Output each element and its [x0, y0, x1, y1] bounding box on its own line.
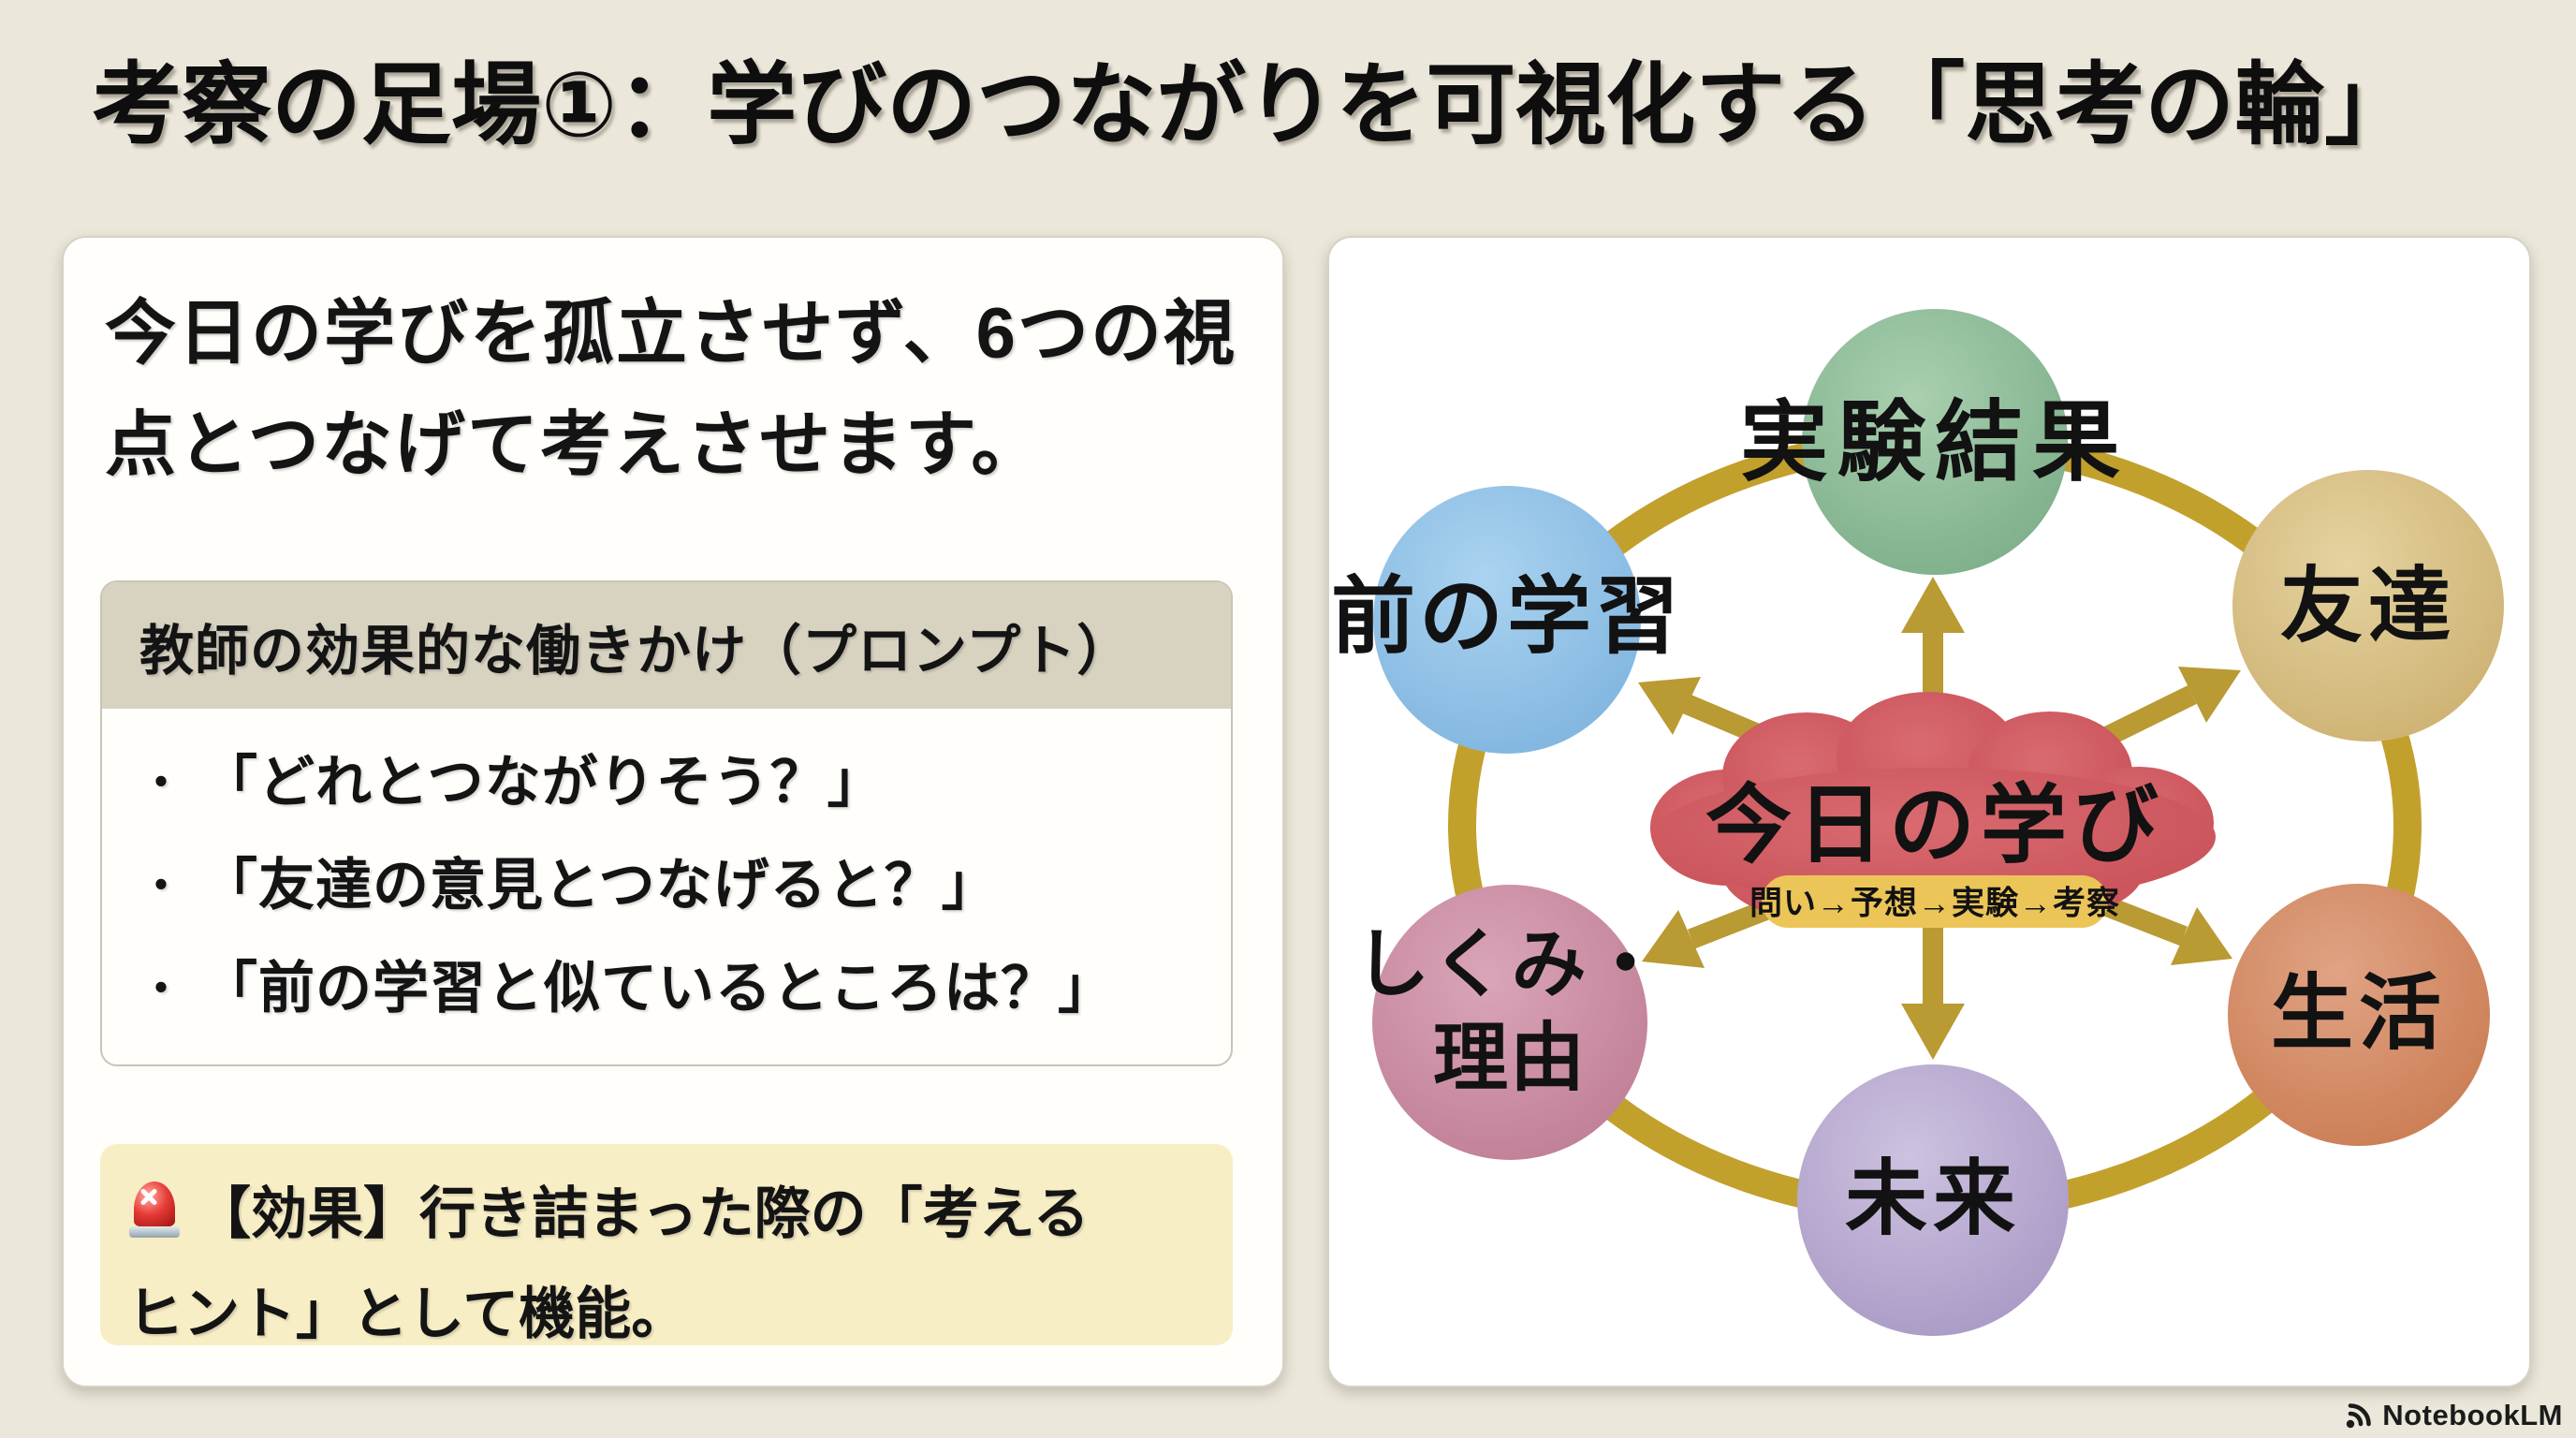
node-experiment-results: 実験結果 [1740, 309, 2130, 575]
prompt-box-header: 教師の効果的な働きかけ（プロンプト） [102, 582, 1231, 709]
list-item: ・ 「友達の意見とつなげると？」 [139, 855, 1203, 917]
bullet-icon: ・ [139, 964, 183, 1013]
process-pill-label: 問い→予想→実験→考察 [1749, 886, 2120, 922]
page-title: 考察の足場①：学びのつながりを可視化する「思考の輪」 [92, 55, 2415, 155]
node-previous-learning: 前の学習 [1331, 486, 1683, 754]
left-panel: 今日の学びを孤立させず、6つの視点とつなげて考えさせます。 教師の効果的な働きか… [62, 236, 1284, 1387]
list-item: ・ 「前の学習と似ているところは？」 [139, 958, 1203, 1020]
prompt-bullet-list: ・ 「どれとつながりそう？」 ・ 「友達の意見とつなげると？」 ・ 「前の学習と… [102, 709, 1231, 1020]
siren-icon [127, 1181, 182, 1238]
list-item: ・ 「どれとつながりそう？」 [139, 752, 1203, 814]
bullet-icon: ・ [139, 861, 183, 910]
notebooklm-brand: NotebookLM [2343, 1399, 2563, 1432]
bullet-text: 「前の学習と似ているところは？」 [201, 957, 1115, 1020]
center-cloud [1650, 692, 2216, 921]
thinking-wheel-diagram: 実験結果 前の学習 友達 しくみ・ 理由 生活 未来 [1331, 309, 2504, 1336]
node-label: 友達 [2280, 560, 2456, 653]
node-daily-life: 生活 [2228, 884, 2490, 1146]
bullet-text: 「友達の意見とつなげると？」 [201, 854, 999, 917]
effect-text-line2: ヒント」として機能。 [127, 1283, 688, 1345]
node-label: 実験結果 [1740, 393, 2130, 492]
notebooklm-icon [2347, 1403, 2372, 1429]
process-pill: 問い→予想→実験→考察 [1749, 875, 2120, 928]
node-friends: 友達 [2232, 470, 2504, 741]
node-label-line1: しくみ・ [1354, 923, 1664, 1006]
teacher-prompt-box: 教師の効果的な働きかけ（プロンプト） ・ 「どれとつながりそう？」 ・ 「友達の… [100, 580, 1233, 1066]
effect-text-line1: 【効果】行き詰まった際の「考える [195, 1182, 1090, 1245]
node-mechanism-reason: しくみ・ 理由 [1354, 885, 1664, 1160]
bullet-text: 「どれとつながりそう？」 [201, 751, 885, 814]
node-label: 前の学習 [1331, 570, 1683, 664]
notebooklm-label: NotebookLM [2382, 1399, 2563, 1431]
node-label-line2: 理由 [1433, 1017, 1587, 1100]
intro-text: 今日の学びを孤立させず、6つの視点とつなげて考えさせます。 [105, 294, 1237, 485]
bullet-icon: ・ [139, 758, 183, 807]
center-label: 今日の学び [1705, 778, 2164, 873]
node-label: 生活 [2271, 967, 2447, 1060]
effect-note: 【効果】行き詰まった際の「考える ヒント」として機能。 [100, 1144, 1233, 1345]
node-future: 未来 [1797, 1064, 2069, 1336]
thinking-wheel-panel: 実験結果 前の学習 友達 しくみ・ 理由 生活 未来 [1327, 236, 2531, 1387]
node-label: 未来 [1845, 1152, 2021, 1245]
